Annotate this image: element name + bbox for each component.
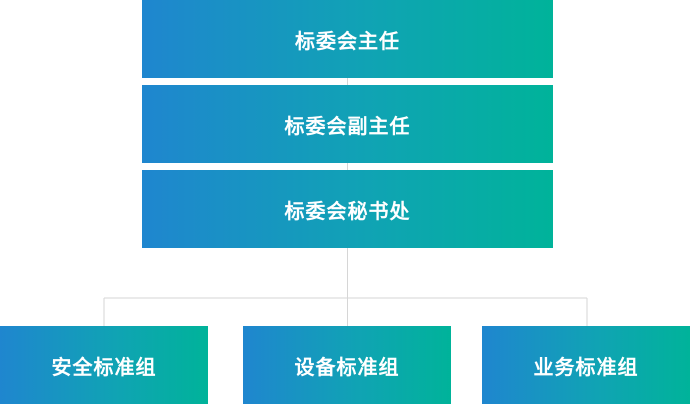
node-label: 设备标准组 <box>294 354 400 379</box>
node-label: 业务标准组 <box>533 354 639 379</box>
node-label: 安全标准组 <box>51 354 157 379</box>
node-label: 标委会主任 <box>295 28 400 53</box>
node-business-standards-group: 业务标准组 <box>482 326 690 404</box>
node-equipment-standards-group: 设备标准组 <box>243 326 451 404</box>
node-committee-director: 标委会主任 <box>142 0 553 78</box>
node-committee-secretariat: 标委会秘书处 <box>142 170 553 248</box>
node-committee-deputy-director: 标委会副主任 <box>142 85 553 163</box>
node-label: 标委会秘书处 <box>284 198 411 223</box>
node-safety-standards-group: 安全标准组 <box>0 326 208 404</box>
node-label: 标委会副主任 <box>284 113 411 138</box>
